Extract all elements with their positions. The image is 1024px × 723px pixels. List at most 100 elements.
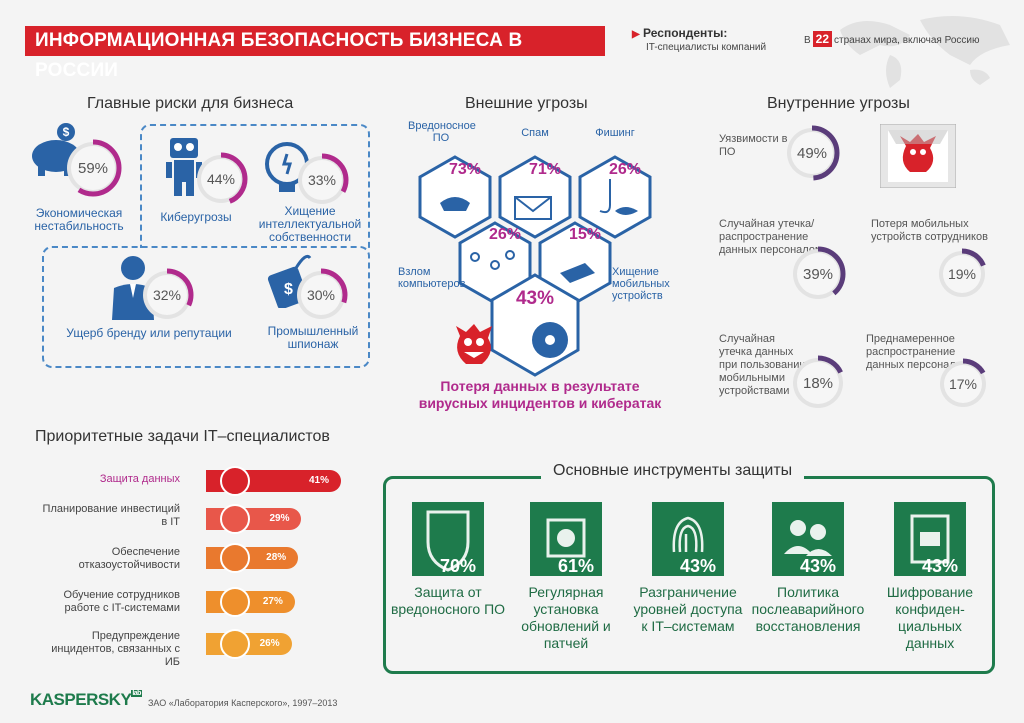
task-icon <box>220 629 250 659</box>
task-bar: 28% <box>206 543 299 573</box>
task-value: 29% <box>269 513 290 524</box>
internal-label-mobile-leak: Случайная утечка данных при пользовании … <box>719 333 806 397</box>
hex-label-mobile-theft: Хищение мобильных устройств <box>612 266 670 302</box>
page-title: ИНФОРМАЦИОННАЯ БЕЗОПАСНОСТЬ БИЗНЕСА В РО… <box>25 26 605 81</box>
internal-ring-vulnerabilities: 49% <box>784 125 840 186</box>
ring-value: 19% <box>948 266 976 282</box>
ring-arc <box>936 248 988 300</box>
ring-value: 39% <box>803 266 833 283</box>
risk-ring-ip: 33% <box>295 153 349 212</box>
countries-prefix: В <box>804 35 811 46</box>
countries-count: 22 <box>812 31 833 47</box>
internal-label-lost-devices: Потеря мобильных устройств сотрудников <box>871 218 988 243</box>
hex-pct-mobile-theft: 15% <box>568 226 602 243</box>
tool-label: Политика послеаварийного восстановления <box>751 584 865 634</box>
tool-value: 43% <box>800 556 837 576</box>
risks-title: Главные риски для бизнеса <box>87 95 294 112</box>
fingerprint-icon <box>652 502 724 576</box>
task-icon <box>220 466 250 496</box>
ring-value: 33% <box>308 172 336 188</box>
internal-label-vulnerabilities: Уязвимости в ПО <box>719 133 788 158</box>
ring-value: 49% <box>797 145 827 162</box>
hex-pct-hacking: 26% <box>488 226 522 243</box>
task-bar: 29% <box>206 504 302 534</box>
ring-arc <box>784 125 840 181</box>
hexagon-grid <box>418 155 652 377</box>
logo-text: KASPERSKY <box>30 690 132 709</box>
hex-pct-spam: 71% <box>528 161 562 178</box>
task-value: 28% <box>266 552 287 563</box>
tasks-title: Приоритетные задачи IT–специалистов <box>35 428 330 445</box>
insider-monster-icon <box>880 124 956 188</box>
ring-arc <box>64 139 122 197</box>
hex-pct-malware: 73% <box>448 161 482 178</box>
task-bar: 26% <box>206 629 292 659</box>
data-loss-label: Потеря данных в результате вирусных инци… <box>418 378 662 411</box>
tool-value: 61% <box>558 556 595 576</box>
task-value: 27% <box>262 596 283 607</box>
risk-label-ip: Хищение интеллектуальной собственности <box>258 204 362 244</box>
risk-ring-brand: 32% <box>140 268 194 327</box>
chip-clock-icon <box>530 502 602 576</box>
risks-dashed-group-bottom <box>42 246 370 368</box>
external-title: Внешние угрозы <box>465 95 588 112</box>
respondents-label-text: Респонденты: <box>643 26 728 40</box>
kaspersky-logo: KASPERSKYlab <box>30 690 142 710</box>
internal-label-accidental-leak: Случайная утечка/ распространение данных… <box>719 218 823 256</box>
tool-value: 43% <box>922 556 959 576</box>
task-label: Обеспечение отказоустойчивости <box>78 546 180 571</box>
tool-value: 70% <box>440 556 477 576</box>
risks-dashed-group-top <box>140 124 370 248</box>
hex-label-spam: Спам <box>521 127 549 139</box>
ring-arc <box>295 153 349 207</box>
task-icon <box>220 587 250 617</box>
virus-monster-icon <box>456 324 492 364</box>
lock-document-icon <box>894 502 966 576</box>
ring-value: 30% <box>307 287 335 303</box>
world-map-decoration <box>840 16 1010 88</box>
risk-ring-espionage: 30% <box>294 268 348 327</box>
ring-arc <box>140 268 194 322</box>
copyright: ЗАО «Лаборатория Касперского», 1997–2013 <box>148 698 338 708</box>
tool-label: Регулярная установка обновлений и патчей <box>521 584 611 651</box>
task-label: Планирование инвестиций в IT <box>42 503 180 528</box>
risk-label-brand: Ущерб бренду или репутации <box>66 326 232 340</box>
task-label: Защита данных <box>99 473 180 485</box>
play-arrow-icon: ▶ <box>632 29 640 40</box>
tool-label: Защита от вредоносного ПО <box>390 584 506 617</box>
robot-icon <box>166 138 202 196</box>
task-label: Обучение сотрудников работе с IT-система… <box>63 589 180 614</box>
users-icon <box>772 502 844 576</box>
respondents-label: ▶ Респонденты: <box>632 26 727 40</box>
hex-label-hacking: Взлом компьютеров <box>398 266 466 290</box>
hex-pct-data-loss: 43% <box>515 288 555 309</box>
respondents-value: IT-специалисты компаний <box>646 42 767 53</box>
internal-ring-mobile-leak: 18% <box>790 355 846 416</box>
internal-label-intentional: Преднамеренное распространение данных пе… <box>866 333 970 371</box>
svg-text:$: $ <box>63 125 70 139</box>
ring-arc <box>294 268 348 322</box>
task-bar: 27% <box>206 587 295 617</box>
tool-value: 43% <box>680 556 717 576</box>
task-bar: 41% <box>206 466 341 496</box>
task-value: 26% <box>259 638 280 649</box>
countries-suffix: странах мира, включая Россию <box>834 35 980 46</box>
shield-icon <box>412 502 484 576</box>
task-label: Предупреждение инцидентов, связанных с И… <box>51 630 180 668</box>
task-icon <box>220 504 250 534</box>
ring-arc <box>194 152 248 206</box>
ring-value: 18% <box>803 375 833 392</box>
svg-text:$: $ <box>284 281 293 298</box>
ring-value: 17% <box>949 376 977 392</box>
ring-value: 32% <box>153 287 181 303</box>
internal-ring-accidental-leak: 39% <box>790 246 846 307</box>
ring-value: 59% <box>78 160 108 177</box>
risk-ring-cyber: 44% <box>194 152 248 211</box>
ring-value: 44% <box>207 171 235 187</box>
ring-arc <box>790 246 846 302</box>
hex-pct-phishing: 26% <box>608 161 642 178</box>
risk-label-economic: Экономическая нестабильность <box>34 206 124 233</box>
risk-ring-economic: 59% <box>64 139 122 202</box>
risk-label-espionage: Промышленный шпионаж <box>267 324 359 351</box>
